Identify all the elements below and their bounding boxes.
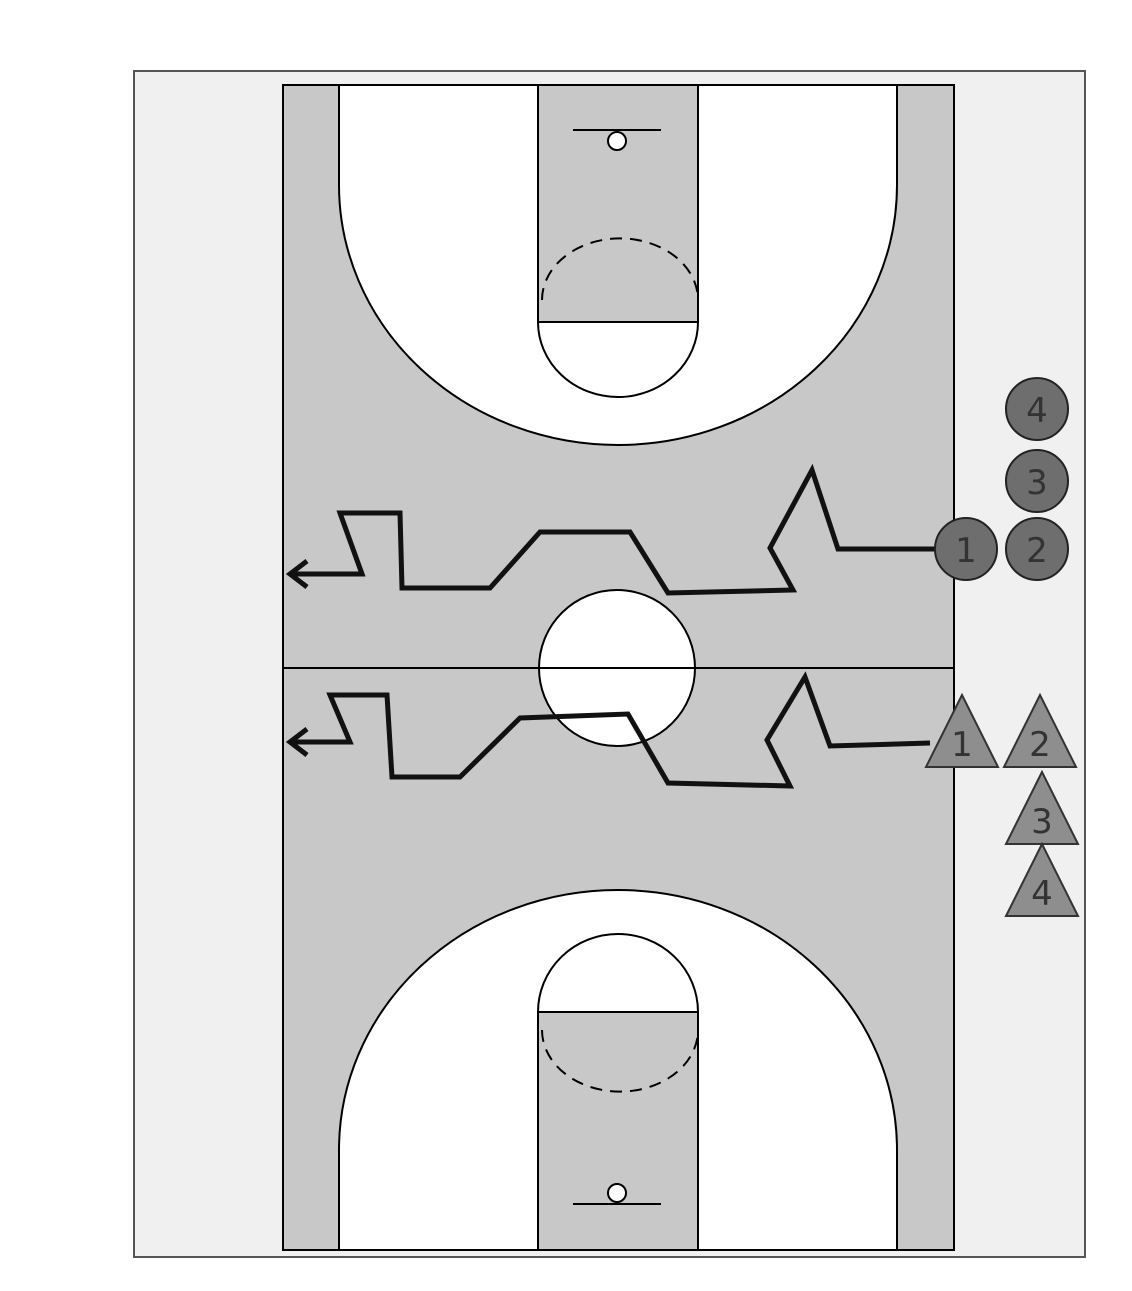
triangle-team-arrow-head <box>285 727 309 757</box>
circle-player-marker <box>934 517 998 581</box>
circle-player-label: 1 <box>955 531 977 571</box>
top-free-throw-circle <box>536 321 700 398</box>
circle-team-dribble-path <box>292 463 935 596</box>
triangle-team-dribble-path <box>292 671 931 789</box>
bottom-key <box>537 1011 699 1250</box>
court-border <box>282 84 955 1251</box>
circle-players: 1 2 3 4 <box>934 377 1069 581</box>
triangle-player-label: 4 <box>1031 874 1053 914</box>
circle-player-2: 2 <box>1005 517 1069 581</box>
bottom-key-dashed-arc <box>541 1029 699 1093</box>
top-key-dashed-arc <box>541 237 699 301</box>
circle-player-4: 4 <box>1005 377 1069 441</box>
circle-team-arrow-head <box>285 559 309 589</box>
triangle-player-marker <box>924 692 1000 768</box>
top-key <box>537 85 699 323</box>
circle-player-label: 4 <box>1026 391 1048 431</box>
bottom-free-throw-circle <box>536 933 700 1013</box>
circle-player-marker <box>1005 377 1069 441</box>
circle-player-marker <box>1005 449 1069 513</box>
circle-player-label: 3 <box>1026 463 1048 503</box>
circle-player-marker <box>1005 517 1069 581</box>
triangle-player-label: 2 <box>1029 725 1051 765</box>
triangle-players: 1 2 3 4 <box>924 692 1080 917</box>
bottom-rim <box>607 1183 627 1203</box>
triangle-player-2: 2 <box>1002 692 1078 768</box>
triangle-player-marker <box>1004 841 1080 917</box>
triangle-player-4: 4 <box>1004 841 1080 917</box>
circle-player-3: 3 <box>1005 449 1069 513</box>
circle-player-label: 2 <box>1026 531 1048 571</box>
circle-player-1: 1 <box>934 517 998 581</box>
triangle-player-1: 1 <box>924 692 1000 768</box>
top-rim <box>607 131 627 151</box>
triangle-player-label: 1 <box>951 725 973 765</box>
triangle-player-marker <box>1002 692 1078 768</box>
triangle-player-label: 3 <box>1031 802 1053 842</box>
